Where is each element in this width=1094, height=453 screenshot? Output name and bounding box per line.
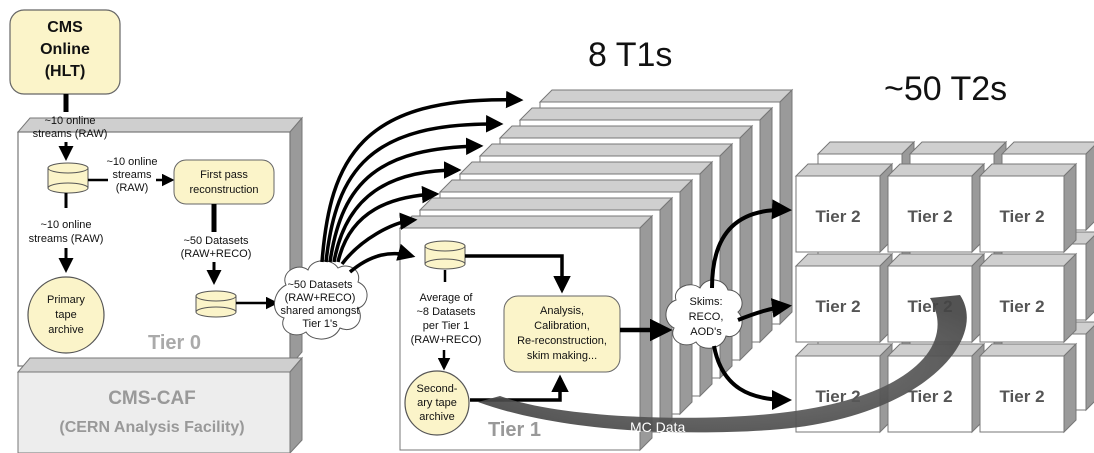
cloud-line1: ~50 Datasets [287, 279, 353, 291]
primary-tape-2: tape [55, 309, 76, 321]
datasets-disk-icon [195, 290, 237, 318]
tier2-site-1: Tier 2 [794, 162, 894, 254]
tier2-site-3: Tier 2 [978, 162, 1078, 254]
tier1-label: Tier 1 [488, 419, 541, 441]
mc-data-label: MC Data [630, 419, 685, 435]
secondary-tape-2: ary tape [417, 397, 457, 409]
stream-left-1: ~10 online [40, 219, 91, 231]
cloud-line2: (RAW+RECO) [285, 292, 356, 304]
tier2-label: Tier 2 [999, 297, 1044, 316]
secondary-tape-3: archive [419, 411, 454, 423]
buffer-disk-icon [47, 162, 89, 194]
primary-tape-circle [27, 276, 105, 354]
avg-datasets-3: per Tier 1 [423, 320, 469, 332]
analysis-box [503, 295, 621, 373]
tier2-site-2: Tier 2 [886, 162, 986, 254]
tier2-label: Tier 2 [999, 207, 1044, 226]
tier2-label: Tier 2 [907, 387, 952, 406]
t1-heading: 8 T1s [588, 36, 672, 74]
cms-online-line2: Online [40, 41, 90, 58]
analysis-line1: Analysis, [540, 305, 584, 317]
cms-online-line3: (HLT) [45, 63, 86, 80]
skims-cloud [665, 279, 743, 349]
t1-distribution-arrows [320, 90, 524, 274]
stream-top-2: streams (RAW) [33, 128, 108, 140]
analysis-line3: Re-reconstruction, [517, 335, 607, 347]
tier2-label: Tier 2 [815, 297, 860, 316]
datasets-cloud [274, 260, 368, 340]
stream-mid-3: (RAW) [116, 182, 149, 194]
secondary-tape-circle [404, 370, 470, 436]
avg-datasets-1: Average of [419, 292, 473, 304]
stream-left-2: streams (RAW) [29, 233, 104, 245]
first-pass-box [173, 159, 275, 205]
datasets-t0-1: ~50 Datasets [183, 235, 249, 247]
tier2-site-9: Tier 2 [978, 342, 1078, 434]
analysis-line2: Calibration, [534, 320, 590, 332]
secondary-tape-1: Second- [417, 383, 458, 395]
tier2-label: Tier 2 [815, 207, 860, 226]
avg-datasets-2: ~8 Datasets [416, 306, 476, 318]
t2-distribution-arrows [710, 199, 792, 410]
analysis-line4: skim making... [527, 350, 597, 362]
cloud-line4: Tier 1's [302, 318, 338, 330]
first-pass-line1: First pass [200, 169, 248, 181]
cms-online-line1: CMS [47, 19, 83, 36]
caf-line1: CMS-CAF [108, 388, 196, 409]
tier2-label: Tier 2 [999, 387, 1044, 406]
avg-datasets-4: (RAW+RECO) [411, 334, 482, 346]
tier2-label: Tier 2 [907, 207, 952, 226]
datasets-t0-2: (RAW+RECO) [181, 248, 252, 260]
tier2-grid: Tier 2 Tier 2 Tier 2 Tier 2 Tier 2 Tier 2 Tier… [794, 140, 1094, 434]
primary-tape-3: archive [48, 324, 83, 336]
first-pass-line2: reconstruction [189, 184, 258, 196]
cloud-line3: shared amongst [281, 305, 360, 317]
t2-heading: ~50 T2s [884, 70, 1007, 108]
skims-line3: AOD's [690, 326, 722, 338]
stream-mid-1: ~10 online [106, 156, 157, 168]
primary-tape-1: Primary [47, 294, 85, 306]
t1-disk-to-analysis-arrow [465, 254, 571, 294]
tier2-site-4: Tier 2 [794, 252, 894, 344]
stream-top-1: ~10 online [44, 115, 95, 127]
stream-mid-2: streams [112, 169, 152, 181]
skims-line1: Skims: [690, 296, 723, 308]
caf-block [16, 356, 304, 453]
skims-line2: RECO, [689, 311, 724, 323]
tier0-label: Tier 0 [148, 332, 201, 354]
tier2-site-6: Tier 2 [978, 252, 1078, 344]
caf-line2: (CERN Analysis Facility) [59, 419, 244, 436]
t1-disk-icon [424, 240, 466, 270]
